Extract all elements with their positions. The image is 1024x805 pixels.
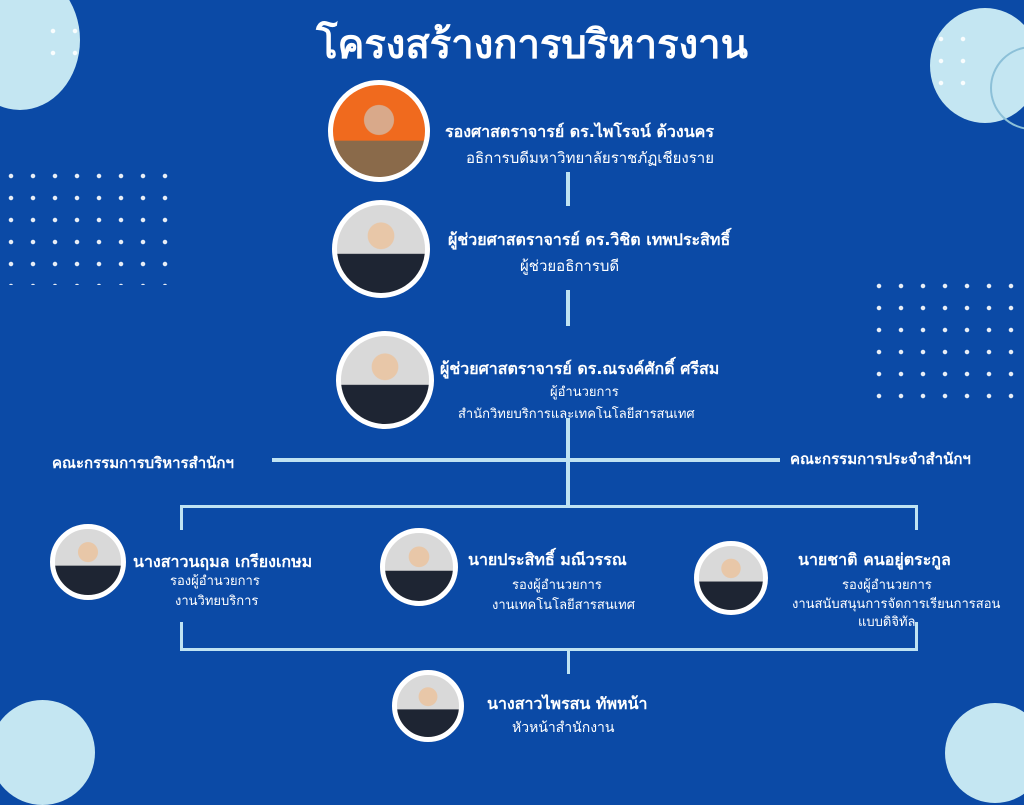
connector [180, 622, 183, 650]
photo-director [336, 331, 434, 429]
decor-circle [0, 700, 95, 805]
person-role: แบบดิจิทัล [858, 615, 916, 630]
person-role: รองผู้อำนวยการ [842, 578, 932, 593]
connector [566, 290, 570, 326]
connector [566, 172, 570, 206]
person-name: ผู้ช่วยศาสตราจารย์ ดร.วิชิต เทพประสิทธิ์ [448, 230, 731, 249]
person-role: รองผู้อำนวยการ [170, 574, 260, 589]
connector [180, 648, 918, 651]
connector [272, 458, 780, 462]
person-role: รองผู้อำนวยการ [512, 578, 602, 593]
decor-dots [42, 20, 86, 64]
person-name: รองศาสตราจารย์ ดร.ไพโรจน์ ด้วงนคร [445, 122, 714, 141]
person-role: ผู้ช่วยอธิการบดี [520, 257, 620, 275]
committee-right: คณะกรรมการประจำสำนักฯ [790, 450, 971, 468]
person-role: อธิการบดีมหาวิทยาลัยราชภัฏเชียงราย [466, 149, 714, 167]
photo-deputy-2 [380, 528, 458, 606]
person-role: หัวหน้าสำนักงาน [512, 720, 615, 736]
connector [180, 505, 183, 530]
person-role: ผู้อำนวยการ [550, 385, 619, 400]
photo-deputy-3 [694, 541, 768, 615]
decor-circle [945, 703, 1024, 803]
page-title: โครงสร้างการบริหารงาน [316, 22, 748, 68]
connector [180, 505, 918, 508]
person-role: งานวิทยบริการ [175, 594, 259, 609]
connector [566, 418, 570, 508]
person-name: ผู้ช่วยศาสตราจารย์ ดร.ณรงค์ศักดิ์ ศรีสม [440, 359, 720, 378]
connector [567, 650, 570, 674]
decor-dots [930, 28, 974, 94]
committee-left: คณะกรรมการบริหารสำนักฯ [52, 454, 234, 472]
person-role: สำนักวิทยบริการและเทคโนโลยีสารสนเทศ [458, 407, 695, 422]
connector [915, 622, 918, 650]
person-name: นายชาติ คนอยู่ตระกูล [798, 550, 951, 569]
connector [915, 505, 918, 530]
person-role: งานเทคโนโลยีสารสนเทศ [492, 598, 635, 613]
person-name: นายประสิทธิ์ มณีวรรณ [468, 550, 627, 569]
photo-assistant-president [332, 200, 430, 298]
person-role: งานสนับสนุนการจัดการเรียนการสอน [792, 597, 1001, 612]
photo-office-head [392, 670, 464, 742]
person-name: นางสาวนฤมล เกรียงเกษม [133, 552, 313, 571]
decor-dots [0, 165, 170, 285]
decor-dots [868, 275, 1018, 400]
photo-deputy-1 [50, 524, 126, 600]
person-name: นางสาวไพรสน ทัพหน้า [487, 694, 648, 713]
photo-president [328, 80, 430, 182]
